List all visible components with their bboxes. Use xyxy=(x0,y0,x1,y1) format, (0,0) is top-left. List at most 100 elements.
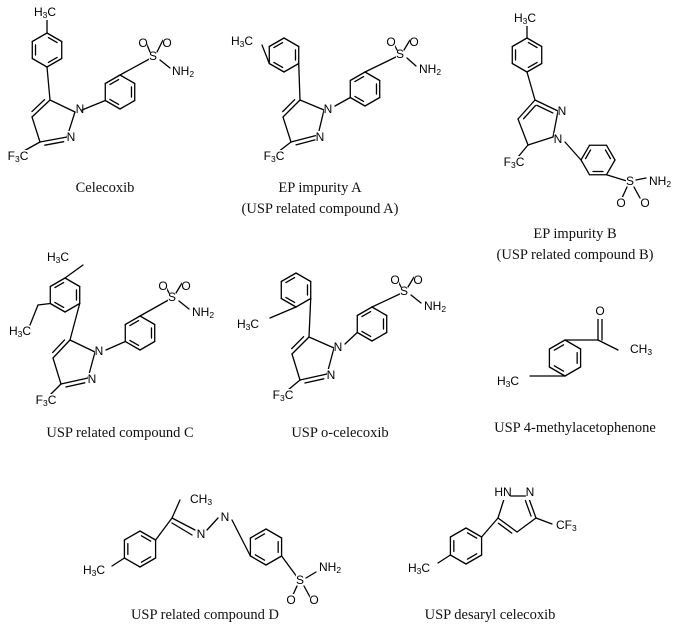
label-mask xyxy=(295,574,305,588)
bond xyxy=(44,141,65,146)
bond xyxy=(517,144,529,158)
label-mask xyxy=(390,274,400,288)
bond xyxy=(171,499,181,519)
bond xyxy=(449,554,467,565)
bond xyxy=(287,379,301,391)
bond xyxy=(465,554,483,565)
bond xyxy=(364,54,401,73)
bond xyxy=(31,57,48,68)
bond xyxy=(31,98,46,113)
bond xyxy=(635,177,647,181)
bond xyxy=(69,339,96,353)
bond xyxy=(356,306,373,317)
atom-label-sulfur: S xyxy=(149,49,157,63)
atom-label-methyl: H3C xyxy=(497,374,519,389)
bond xyxy=(171,522,193,536)
bond xyxy=(406,57,417,67)
label-mask xyxy=(616,197,626,211)
label-mask xyxy=(181,280,191,294)
bond xyxy=(46,66,51,101)
bond xyxy=(604,149,612,160)
bond xyxy=(129,319,140,327)
bond xyxy=(139,557,157,568)
atom-label-nitrogen: N xyxy=(67,130,76,144)
bond xyxy=(410,294,422,304)
bond xyxy=(104,99,121,110)
label-mask xyxy=(555,519,576,533)
atom-label-oxygen: O xyxy=(390,273,399,287)
label-mask xyxy=(333,341,343,355)
caption-ep-impurity-a: EP impurity A (USP related compound A) xyxy=(210,178,430,220)
bond xyxy=(51,339,66,354)
label-mask xyxy=(309,594,319,608)
bond xyxy=(109,98,120,106)
bond xyxy=(291,353,301,381)
atom-label-oxygen: O xyxy=(640,196,649,210)
caption-ep-impurity-b: EP impurity B (USP related compound B) xyxy=(475,224,675,266)
label-mask xyxy=(409,36,419,50)
bond xyxy=(349,96,366,107)
bond xyxy=(298,62,301,101)
atom-label-oxygen: O xyxy=(181,279,190,293)
caption-o-celecoxib: USP o-celecoxib xyxy=(255,423,425,444)
atom-label-nitrogen: N xyxy=(324,102,333,116)
bond xyxy=(31,32,48,43)
bond xyxy=(65,382,86,388)
bond xyxy=(254,554,266,561)
bond xyxy=(536,104,554,114)
atom-label-nitrogen: N xyxy=(197,527,206,541)
bond xyxy=(371,306,388,317)
label-mask xyxy=(514,12,536,26)
label-mask xyxy=(413,274,423,288)
bond xyxy=(39,136,68,143)
caption-line: USP related compound C xyxy=(46,425,194,441)
atom-label-oxygen: O xyxy=(138,36,147,50)
bond xyxy=(308,336,335,349)
bond xyxy=(580,144,591,161)
bond xyxy=(60,377,89,385)
label-mask xyxy=(318,561,339,575)
bond xyxy=(283,37,300,48)
caption-line: USP related compound D xyxy=(130,607,280,623)
bond xyxy=(548,366,566,377)
atom-label-sulfur: S xyxy=(400,284,408,298)
bond xyxy=(291,336,310,355)
bond xyxy=(178,300,190,310)
bond xyxy=(37,302,51,306)
bond xyxy=(29,304,39,326)
bond xyxy=(268,62,285,73)
bond xyxy=(49,383,62,396)
structure-usp-compound-d: H3CCH3NNNSOONH2 xyxy=(83,492,341,608)
atom-label-sulfur: S xyxy=(168,290,176,304)
bond xyxy=(527,136,554,146)
label-mask xyxy=(167,291,177,305)
label-mask xyxy=(148,50,158,64)
atom-label-oxygen: O xyxy=(413,273,422,287)
bond xyxy=(139,530,157,541)
bond xyxy=(334,96,351,107)
bond xyxy=(139,315,156,326)
bond xyxy=(285,276,296,284)
label-mask xyxy=(171,65,192,79)
bond xyxy=(526,62,543,73)
bond xyxy=(524,500,532,517)
bond xyxy=(605,159,616,176)
caption-line: USP desaryl celecoxib xyxy=(424,607,556,623)
atom-label-nitrogen: N xyxy=(526,485,535,499)
atom-label-methyl: H3C xyxy=(237,317,259,332)
bond xyxy=(597,339,619,351)
bond xyxy=(295,139,316,146)
bond xyxy=(49,99,76,113)
bond xyxy=(299,373,328,381)
label-mask xyxy=(386,36,396,50)
bond xyxy=(231,519,252,557)
bond xyxy=(124,315,141,326)
label-mask xyxy=(625,175,635,189)
label-mask xyxy=(263,150,285,164)
label-mask xyxy=(83,564,105,578)
bond xyxy=(633,186,641,199)
bond xyxy=(273,61,284,69)
